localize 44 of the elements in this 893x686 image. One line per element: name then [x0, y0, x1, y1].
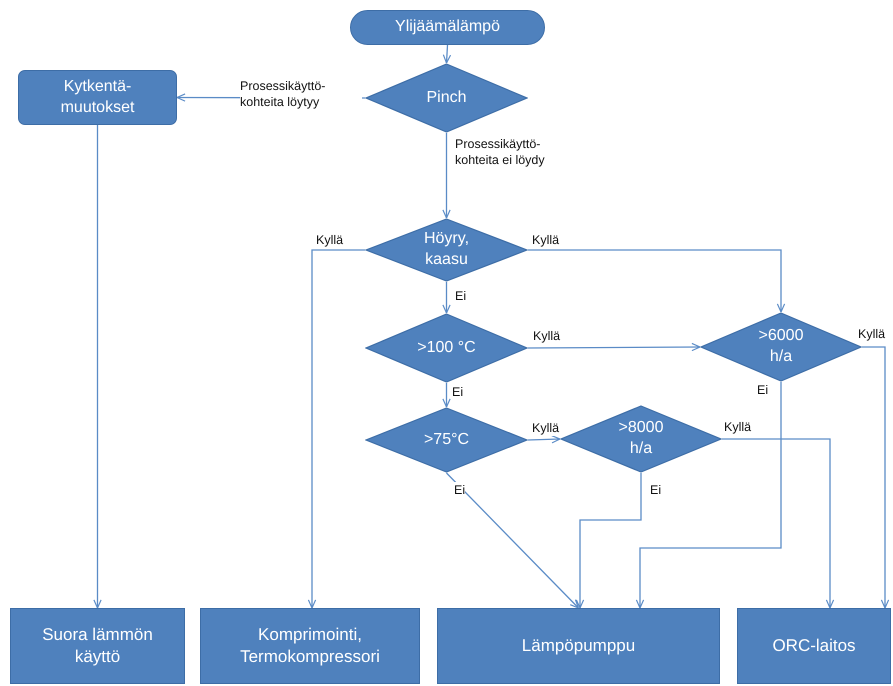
arrow [528, 342, 701, 352]
arrow [636, 382, 782, 609]
arrow [722, 438, 834, 609]
arrow [576, 473, 642, 609]
process-box [200, 608, 420, 684]
decision-diamond [560, 405, 722, 473]
node-label: Suora lämmön käyttö [41, 624, 154, 668]
arrow [442, 133, 451, 219]
node-label: >8000 h/a [618, 418, 664, 459]
node-label: Ylijäämälämpö [395, 17, 500, 38]
arrow [308, 249, 365, 609]
decision-diamond [365, 407, 528, 473]
node-label: Komprimointi, Termokompressori [239, 624, 381, 668]
node-label: ORC-laitos [772, 634, 856, 657]
decision-diamond [365, 63, 528, 133]
arrow [862, 346, 890, 609]
edge-label: Kyllä [858, 326, 886, 342]
node-label: >100 °C [417, 338, 476, 358]
arrow [442, 383, 451, 408]
node-label: Pinch [426, 88, 467, 108]
start-terminal [350, 10, 545, 45]
edge-label: Kyllä [532, 420, 560, 436]
edge-label: Kyllä [533, 328, 560, 344]
node-label: >75°C [424, 430, 470, 450]
arrow [93, 125, 102, 609]
process-box [437, 608, 720, 684]
arrow [442, 282, 451, 314]
node-label: Lämpöpumppu [522, 634, 636, 657]
process-box [10, 608, 185, 684]
edge-label: Prosessikäyttö- kohteita löytyy [240, 78, 362, 110]
node-label: >6000 h/a [758, 326, 804, 367]
arrow [442, 44, 452, 64]
arrow [528, 249, 786, 313]
edge-label: Kyllä [724, 419, 752, 436]
process-box [18, 70, 177, 125]
process-box [737, 608, 891, 684]
decision-diamond [365, 218, 528, 282]
node-label: Kytkentä- muutokset [60, 76, 136, 118]
arrow [446, 472, 580, 609]
edge-label: Kyllä [532, 232, 560, 248]
edge-label: Kyllä [316, 232, 344, 248]
node-label: Höyry, kaasu [422, 229, 470, 270]
decision-diamond [365, 313, 528, 383]
arrow [528, 435, 561, 444]
